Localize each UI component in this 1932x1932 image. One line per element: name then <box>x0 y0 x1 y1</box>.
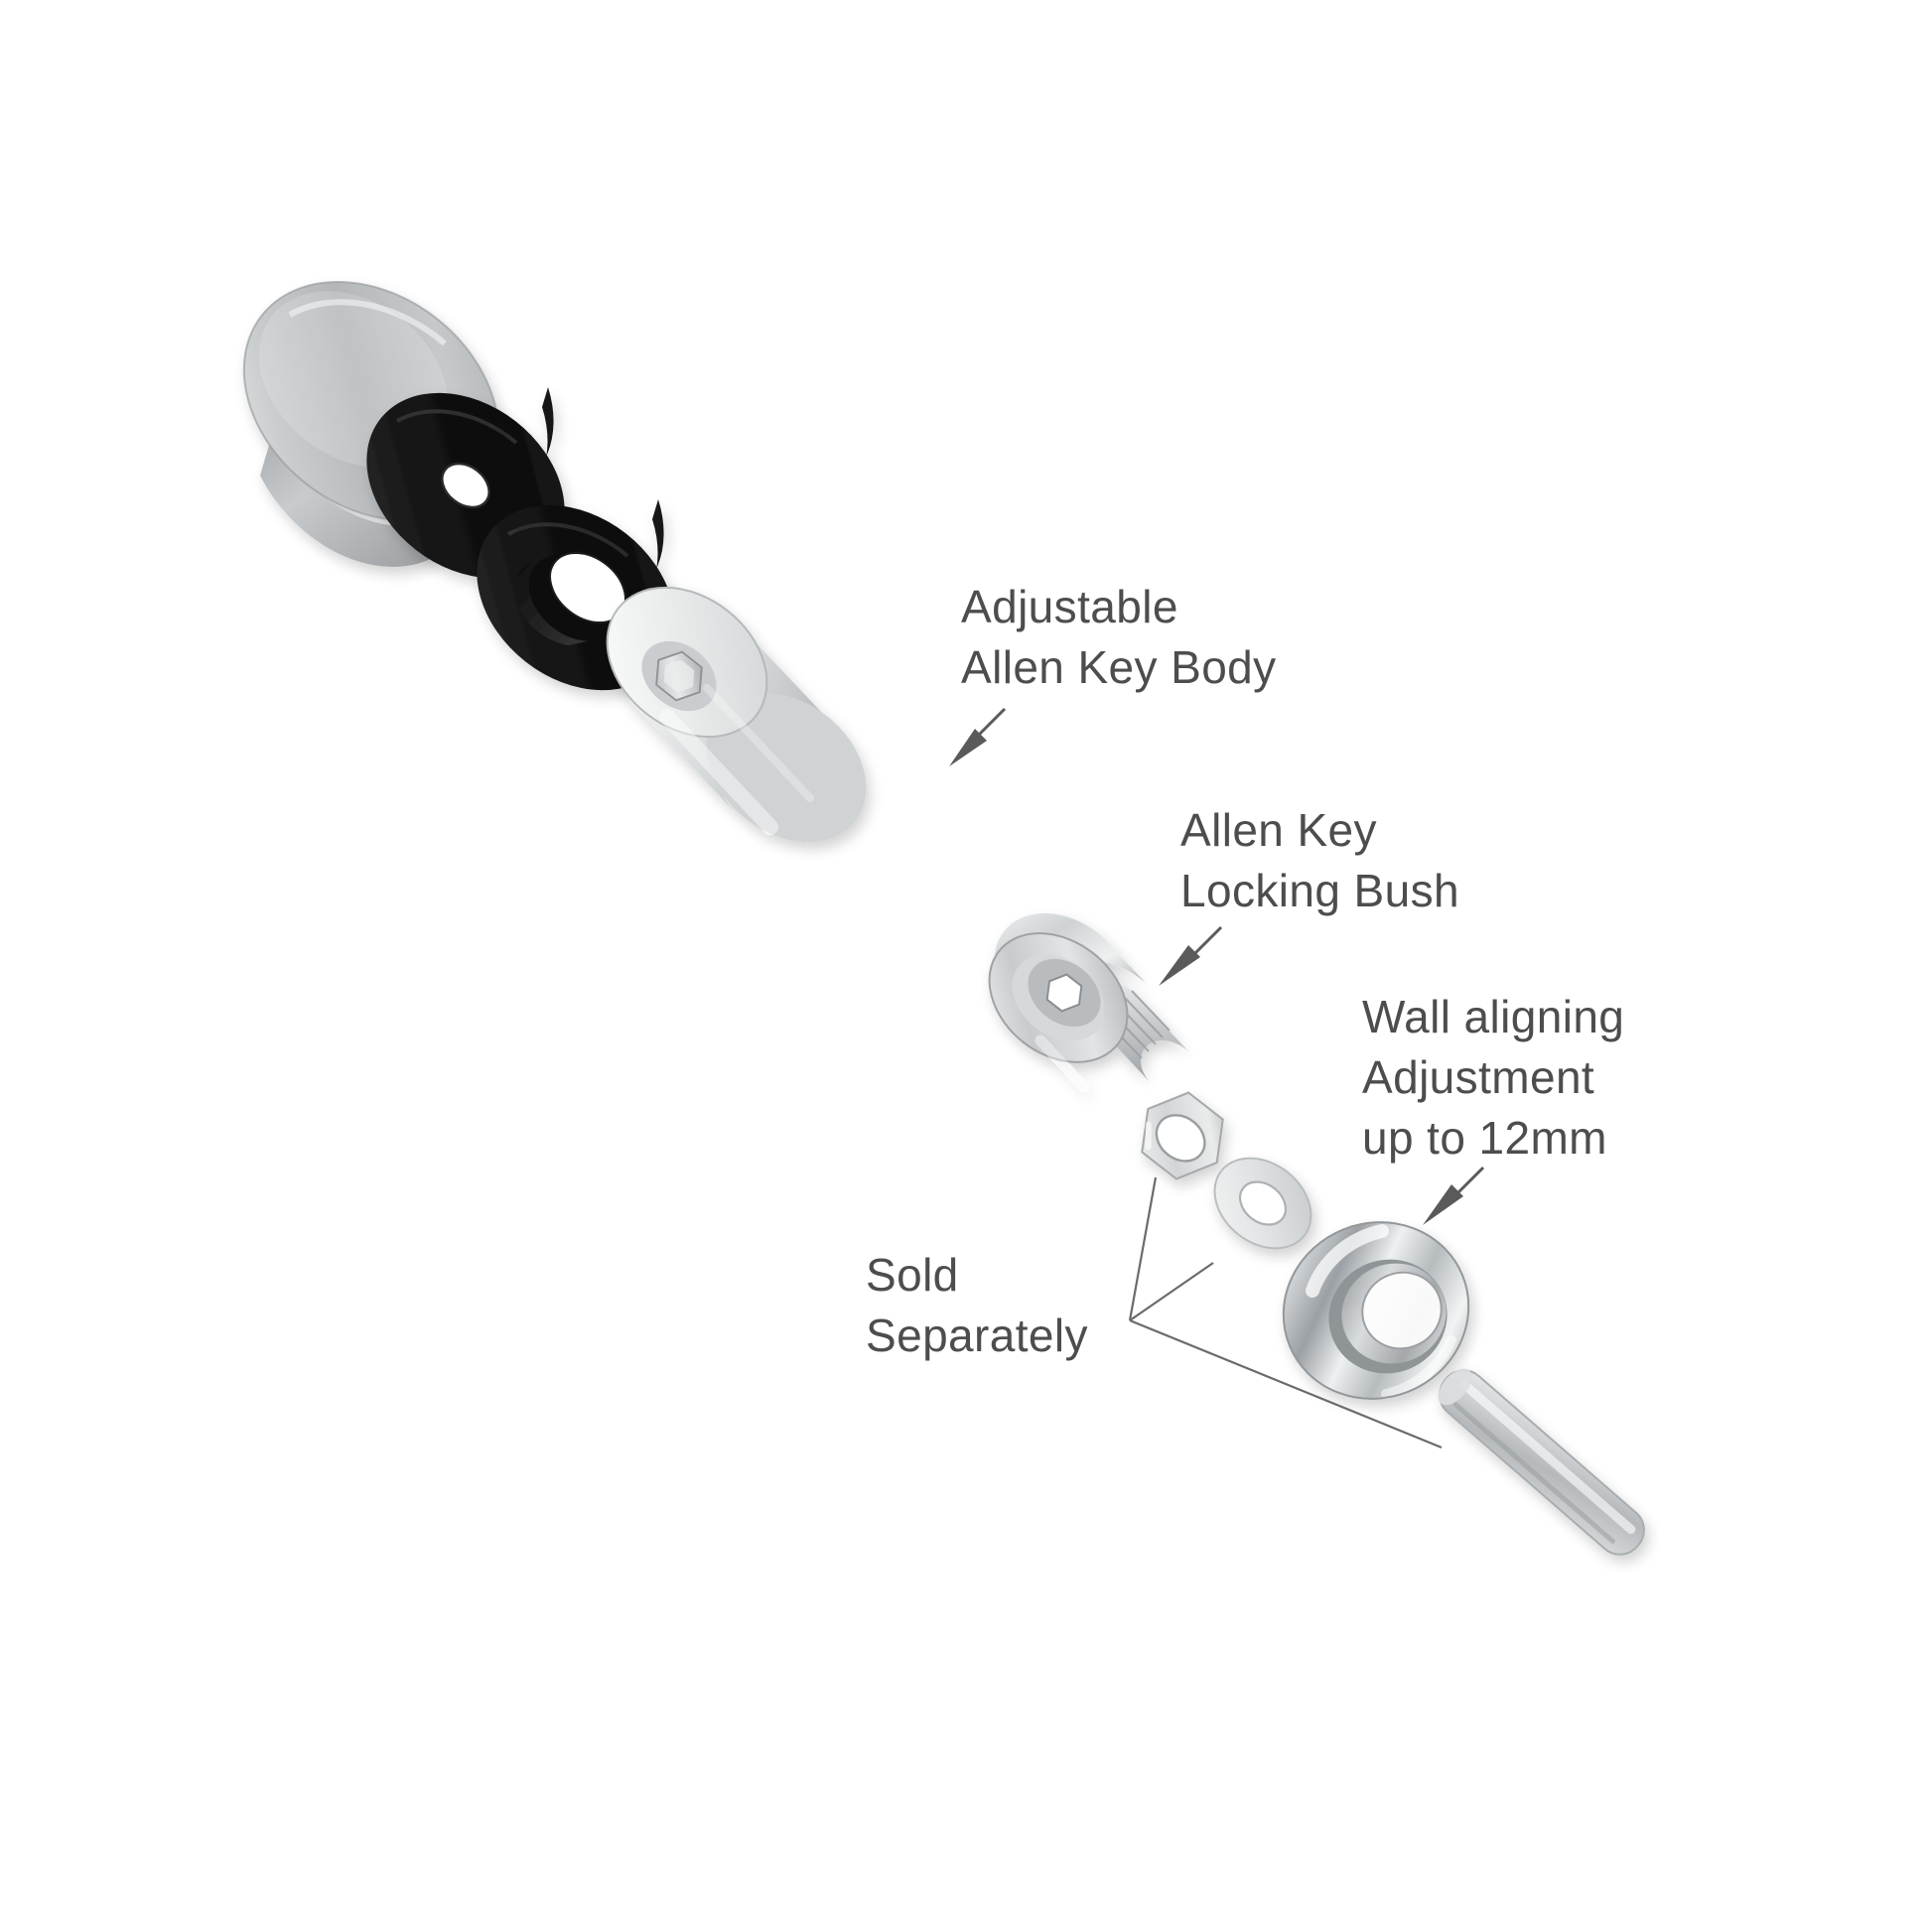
callout-4-line-1: Sold <box>866 1249 959 1301</box>
part-locking-bush <box>988 912 1189 1093</box>
part-adjustable-body <box>606 586 867 843</box>
callout-1-arrow-icon <box>949 707 1007 766</box>
body-hex-socket-icon <box>655 650 703 702</box>
callout-adjustable-allen-key-body: Adjustable Allen Key Body <box>949 581 1277 766</box>
callout-3-arrow-icon <box>1423 1166 1485 1225</box>
callout-allen-key-locking-bush: Allen Key Locking Bush <box>1159 804 1459 986</box>
part-flat-washer <box>1213 1157 1312 1250</box>
callout-4-leader-lines <box>1128 1176 1443 1449</box>
callout-2-line-2: Locking Bush <box>1180 865 1459 916</box>
callout-3-line-1: Wall aligning <box>1362 991 1624 1042</box>
callout-wall-aligning-adjustment: Wall aligning Adjustment up to 12mm <box>1362 991 1624 1225</box>
callout-1-line-2: Allen Key Body <box>961 641 1277 693</box>
callout-sold-separately: Sold Separately <box>866 1176 1443 1449</box>
part-wall-barrel <box>1282 1221 1470 1400</box>
callout-2-line-1: Allen Key <box>1180 804 1377 856</box>
part-hex-nut <box>1141 1091 1224 1180</box>
part-allen-key <box>1438 1368 1645 1556</box>
callout-2-arrow-icon <box>1159 925 1223 986</box>
callout-3-line-3: up to 12mm <box>1362 1112 1607 1164</box>
bush-hex-socket-icon <box>1045 973 1083 1013</box>
callout-3-line-2: Adjustment <box>1362 1051 1594 1103</box>
callout-4-line-2: Separately <box>866 1310 1088 1361</box>
callout-1-line-1: Adjustable <box>961 581 1178 632</box>
